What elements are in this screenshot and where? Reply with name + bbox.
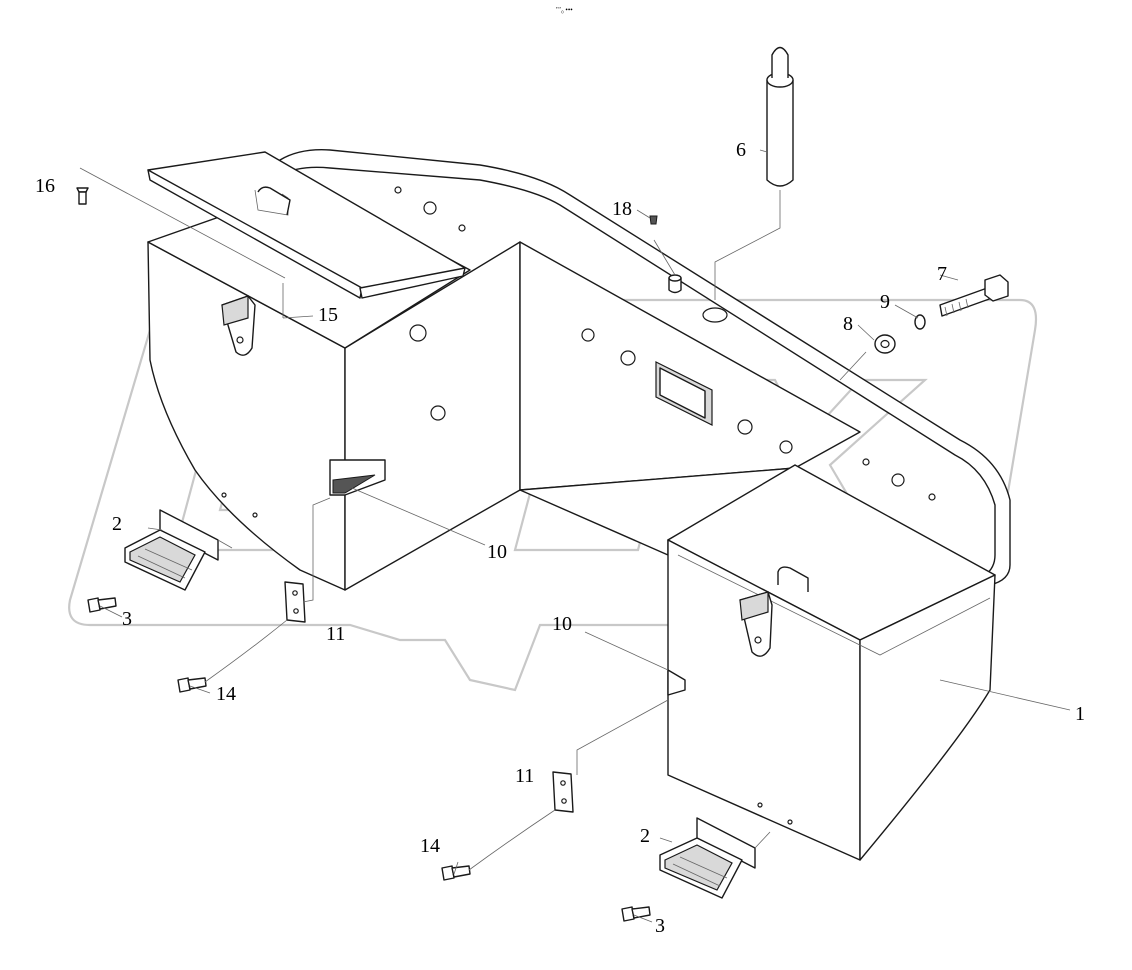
callout-11a: 11 — [326, 623, 345, 645]
bolt-part-14-right — [441, 865, 471, 881]
leader-lines — [79, 149, 1071, 923]
bolt-part-3-left — [87, 597, 117, 613]
callout-3a: 3 — [122, 608, 132, 630]
lock-washer-part-9 — [914, 314, 926, 330]
step-part-2-left — [124, 509, 219, 591]
bushing — [668, 274, 682, 294]
bolt-part-7 — [939, 274, 1009, 317]
callout-16: 16 — [35, 175, 55, 197]
callout-8: 8 — [843, 313, 853, 335]
pin-part-6 — [766, 46, 794, 187]
callout-18: 18 — [612, 198, 632, 220]
callout-9: 9 — [880, 291, 890, 313]
step-part-2-right — [659, 817, 756, 899]
latch-right — [739, 591, 773, 657]
callout-15: 15 — [318, 304, 338, 326]
bolt-part-14-left — [177, 677, 207, 693]
left-box-lid — [147, 151, 466, 299]
callout-labels: 1 2 2 3 3 6 7 8 9 10 10 11 11 14 14 15 1… — [35, 139, 1085, 937]
latch-left — [221, 295, 256, 356]
header-mark: "’₀ ••• — [556, 6, 573, 14]
flat-washer-part-8 — [874, 334, 896, 354]
counterweight-body — [147, 149, 1011, 861]
callout-14b: 14 — [420, 835, 440, 857]
callout-3b: 3 — [655, 915, 665, 937]
callout-1: 1 — [1075, 703, 1085, 725]
right-box-handle — [777, 566, 809, 592]
plate-part-11-right — [552, 771, 574, 813]
callout-6: 6 — [736, 139, 746, 161]
screw-part-16 — [76, 187, 89, 205]
callout-11b: 11 — [515, 765, 534, 787]
callout-10a: 10 — [487, 541, 507, 563]
screw-part-18 — [649, 215, 658, 225]
callout-2b: 2 — [640, 825, 650, 847]
callout-14a: 14 — [216, 683, 236, 705]
bolt-part-3-right — [621, 906, 651, 922]
callout-2a: 2 — [112, 513, 122, 535]
plate-part-11-left — [284, 581, 306, 623]
callout-10b: 10 — [552, 613, 572, 635]
callout-7: 7 — [937, 263, 947, 285]
